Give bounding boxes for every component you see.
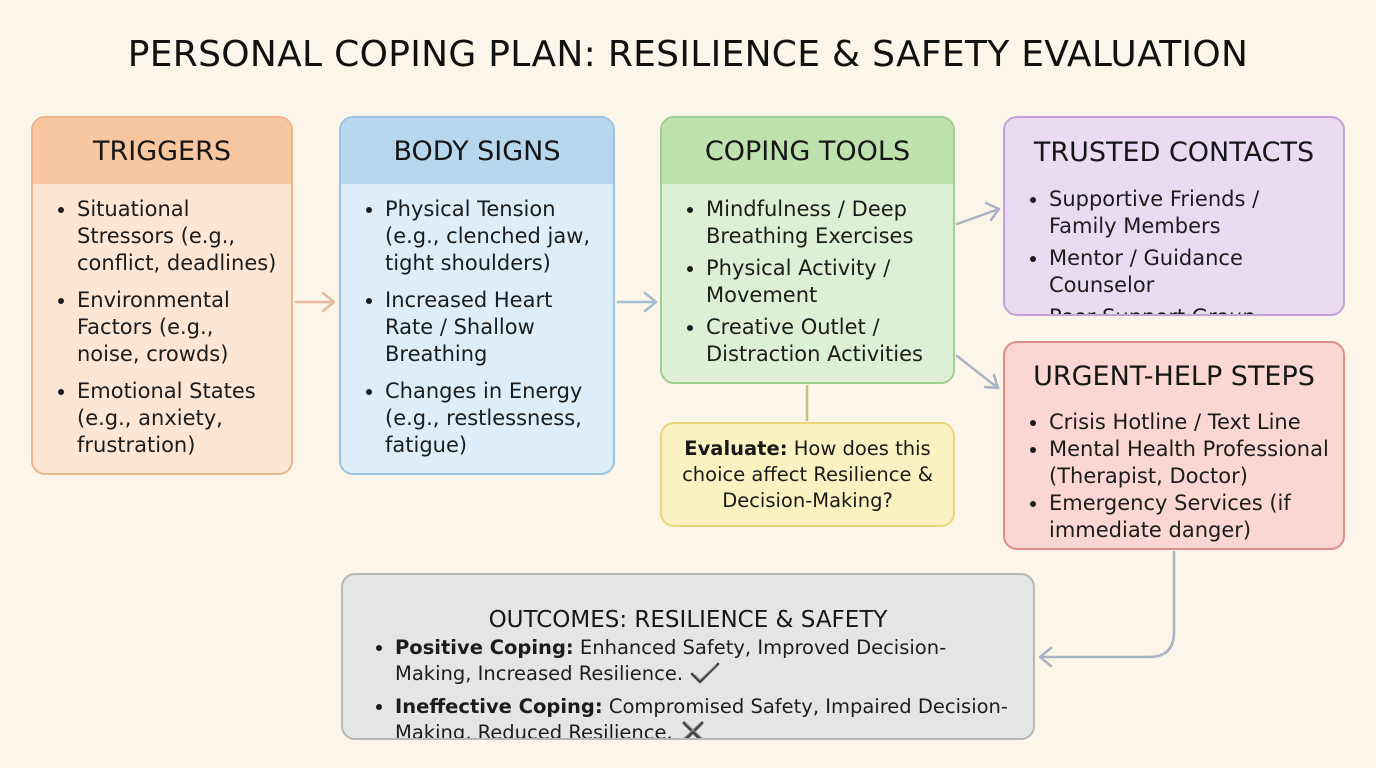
list-item: Mental Health Professional (Therapist, D… [1049, 436, 1333, 490]
evaluate-text: Evaluate: How does this choice affect Re… [676, 436, 939, 514]
body-signs-heading: BODY SIGNS [341, 118, 613, 184]
urgent-help-list: Crisis Hotline / Text Line Mental Health… [1005, 409, 1343, 544]
diagram-title: PERSONAL COPING PLAN: RESILIENCE & SAFET… [127, 34, 1249, 75]
urgent-help-heading: URGENT-HELP STEPS [1033, 360, 1315, 392]
outcomes-heading: OUTCOMES: RESILIENCE & SAFETY [488, 607, 888, 633]
cross-mark-icon [679, 720, 707, 738]
evaluate-question: How does this choice affect Resilience &… [682, 436, 933, 512]
list-item: Supportive Friends / Family Members [1049, 186, 1333, 240]
evaluate-label: Evaluate: [684, 436, 788, 460]
arrow-body-signs-to-coping-tools [616, 291, 658, 313]
triggers-box: TRIGGERS Situational Stressors (e.g., co… [31, 116, 293, 475]
arrow-coping-tools-to-urgent-help [955, 354, 1000, 390]
list-item: Increased Heart Rate / Shallow Breathing [385, 287, 603, 368]
positive-coping-item: Positive Coping: Enhanced Safety, Improv… [395, 635, 1019, 692]
list-item: Physical Activity / Movement [706, 255, 943, 309]
list-item: Environmental Factors (e.g., noise, crow… [77, 287, 281, 368]
outcomes-box: OUTCOMES: RESILIENCE & SAFETY Positive C… [341, 573, 1035, 740]
trusted-contacts-box: TRUSTED CONTACTS Supportive Friends / Fa… [1003, 116, 1345, 316]
arrow-coping-tools-to-trusted-contacts [955, 201, 1001, 226]
ineffective-coping-text: Compromised Safety, Impaired Decision-Ma… [395, 695, 1008, 740]
list-item: Mentor / Guidance Counselor [1049, 245, 1333, 299]
check-mark-icon [689, 661, 721, 692]
coping-tools-heading: COPING TOOLS [662, 118, 953, 184]
body-signs-list: Physical Tension (e.g., clenched jaw, ti… [341, 184, 613, 459]
list-item: Emotional States (e.g., anxiety, frustra… [77, 378, 281, 459]
trusted-contacts-heading: TRUSTED CONTACTS [1033, 136, 1315, 168]
ineffective-coping-label: Ineffective Coping: [395, 695, 603, 718]
coping-tools-list: Mindfulness / Deep Breathing Exercises P… [662, 184, 953, 368]
coping-tools-box: COPING TOOLS Mindfulness / Deep Breathin… [660, 116, 955, 384]
list-item: Emergency Services (if immediate danger) [1049, 490, 1333, 544]
list-item: Peer Support Group [1049, 304, 1333, 314]
positive-coping-label: Positive Coping: [395, 636, 574, 659]
list-item: Changes in Energy (e.g., restlessness, f… [385, 378, 603, 459]
list-item: Crisis Hotline / Text Line [1049, 409, 1333, 436]
list-item: Physical Tension (e.g., clenched jaw, ti… [385, 196, 603, 277]
list-item: Situational Stressors (e.g., conflict, d… [77, 196, 281, 277]
arrow-triggers-to-body-signs [294, 291, 336, 313]
trusted-contacts-list: Supportive Friends / Family Members Ment… [1005, 186, 1343, 314]
triggers-heading: TRIGGERS [33, 118, 291, 184]
arrow-urgent-help-to-outcomes [1038, 550, 1176, 668]
evaluate-box: Evaluate: How does this choice affect Re… [660, 422, 955, 527]
list-item: Mindfulness / Deep Breathing Exercises [706, 196, 943, 250]
urgent-help-box: URGENT-HELP STEPS Crisis Hotline / Text … [1003, 341, 1345, 550]
ineffective-coping-item: Ineffective Coping: Compromised Safety, … [395, 694, 1019, 740]
outcomes-list: Positive Coping: Enhanced Safety, Improv… [343, 633, 1033, 740]
triggers-list: Situational Stressors (e.g., conflict, d… [33, 184, 291, 459]
positive-coping-text: Enhanced Safety, Improved Decision-Makin… [395, 636, 947, 685]
list-item: Creative Outlet / Distraction Activities [706, 314, 943, 368]
body-signs-box: BODY SIGNS Physical Tension (e.g., clenc… [339, 116, 615, 475]
